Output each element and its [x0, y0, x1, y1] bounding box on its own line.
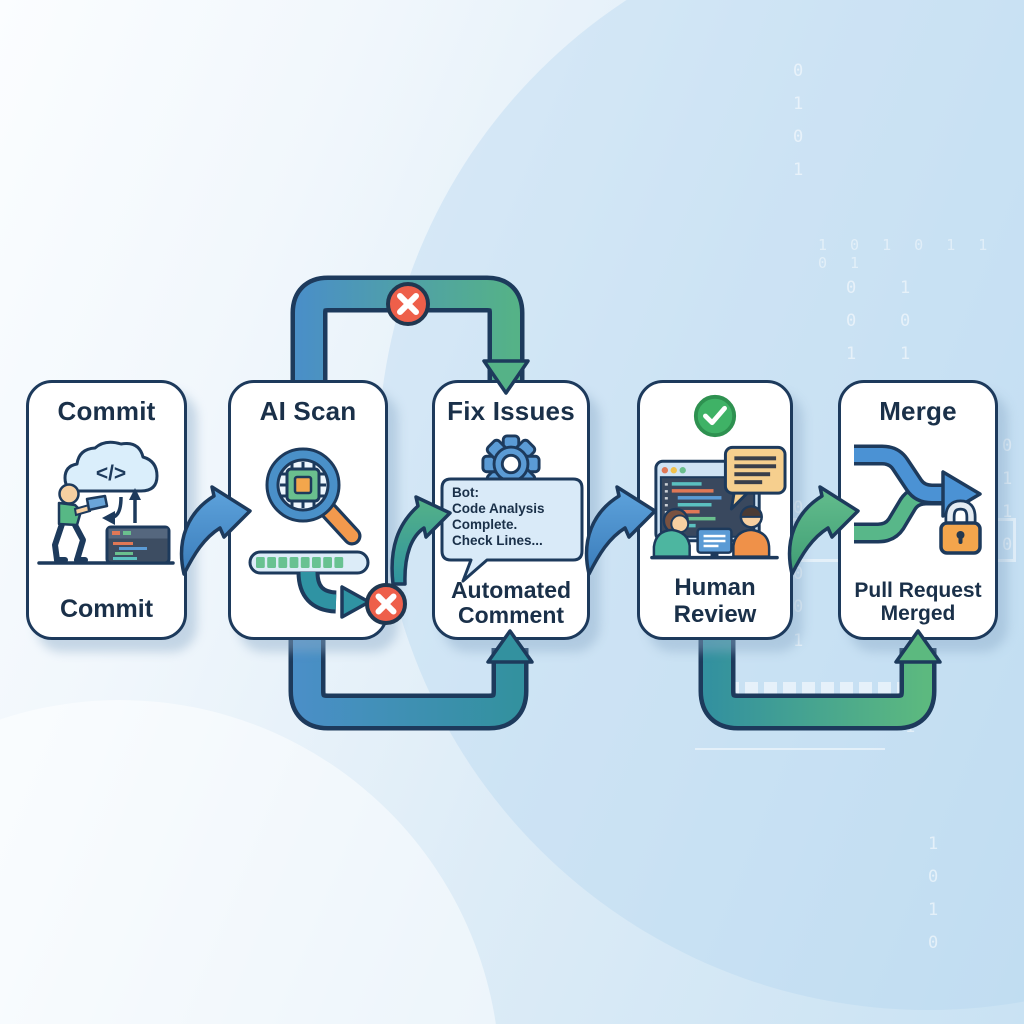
commit-illustration: </> — [37, 440, 175, 565]
card-fix-issues-title: Fix Issues — [447, 396, 575, 426]
merge-branch-blue — [854, 448, 944, 501]
card-ai-scan-title: AI Scan — [259, 396, 357, 426]
bubble-line: Bot: — [452, 485, 479, 500]
card-human-review: Human Review — [637, 380, 793, 640]
card-merge: Merge Pull Request Merged — [838, 380, 998, 640]
monitor-icon — [696, 527, 733, 557]
card-merge-title: Merge — [879, 396, 957, 426]
bg-circle — [0, 700, 500, 1024]
developer-figure — [52, 483, 109, 563]
cloud-code-icon: </> — [63, 440, 159, 493]
card-human-review-label: Human Review — [673, 574, 757, 629]
reviewer-right — [732, 505, 771, 558]
reviewer-left — [652, 507, 691, 558]
code-review-illustration — [650, 445, 787, 560]
lock-icon — [939, 499, 982, 555]
card-fix-issues-label: Automated Comment — [450, 576, 572, 629]
bubble-line: Code Analysis — [452, 501, 545, 516]
card-merge-label: Pull Request Merged — [854, 578, 982, 626]
card-commit-title: Commit — [57, 396, 156, 426]
progress-segments — [256, 557, 344, 568]
bot-speech-bubble: Bot: Code Analysis Complete. Check Lines… — [440, 477, 584, 583]
card-commit-label: Commit — [59, 595, 154, 623]
magnifier-handle — [322, 504, 359, 543]
binary-digits: 0 1 0 0 1 — [793, 498, 804, 651]
card-commit: Commit </> — [26, 380, 187, 640]
circuit-line — [695, 748, 885, 750]
binary-digits-row: 1 0 1 0 1 1 0 1 — [818, 236, 995, 272]
bubble-line: Check Lines... — [452, 533, 543, 548]
code-window-icon — [105, 525, 171, 565]
code-symbol: </> — [96, 462, 126, 485]
binary-digits: 0 1 1 0 — [1002, 436, 1013, 556]
merge-arrows-icon — [854, 444, 982, 555]
magnifier-chip-icon — [265, 447, 362, 546]
bubble-line: Complete. — [452, 517, 517, 532]
binary-digits: 0 1 0 1 — [793, 61, 804, 181]
check-circle-icon — [693, 394, 737, 438]
binary-digits: 0 0 1 — [846, 278, 857, 365]
scan-progress-bar — [248, 550, 370, 575]
binary-digits: 1 0 1 — [900, 278, 911, 365]
binary-digits: 1 0 1 0 — [928, 834, 939, 954]
card-ai-scan: AI Scan — [228, 380, 388, 640]
sync-arrows-icon — [102, 488, 141, 525]
card-fix-issues: Fix Issues Bot: Code Analysis Complete. … — [432, 380, 590, 640]
review-comment-bubble — [723, 445, 787, 511]
pixel-squares — [726, 682, 910, 695]
